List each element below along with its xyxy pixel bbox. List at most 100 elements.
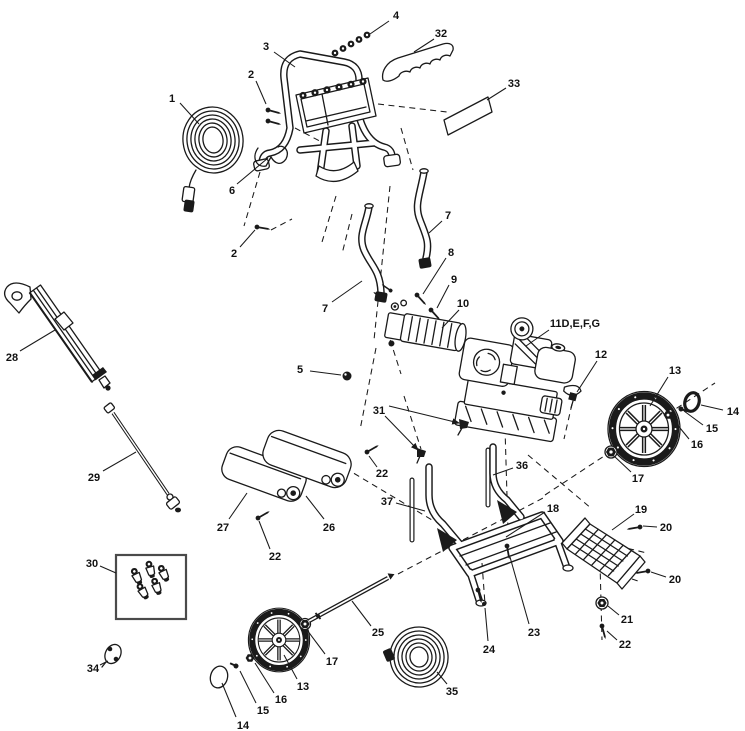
callout-15: 15 xyxy=(257,705,269,717)
part-27-tank xyxy=(221,446,307,502)
callout-3: 3 xyxy=(263,41,269,53)
handle-panel-knobs xyxy=(299,77,367,100)
callout-leader xyxy=(221,682,237,718)
part-24-pin xyxy=(482,602,486,606)
callout-leader xyxy=(525,329,550,347)
callout-14: 14 xyxy=(727,406,740,418)
part-30-nozzle-box xyxy=(114,553,188,621)
callout-21: 21 xyxy=(621,614,633,626)
part-5-knob xyxy=(342,371,352,381)
assembly-axis-dash xyxy=(400,127,414,171)
callout-leader xyxy=(19,329,56,352)
part-13-wheel-right xyxy=(608,392,680,467)
assembly-axis-dash xyxy=(403,395,422,450)
part-14-ring-right xyxy=(683,391,701,413)
part-7-tubes xyxy=(358,168,432,303)
callout-leader xyxy=(102,451,137,472)
part-11-engine xyxy=(454,317,582,443)
part-22-screw xyxy=(363,443,380,456)
callout-13: 13 xyxy=(669,365,681,377)
callout-6: 6 xyxy=(229,185,235,197)
callout-leader xyxy=(305,495,325,520)
callout-leader xyxy=(607,605,620,616)
assembly-axis-dash xyxy=(397,496,546,575)
callout-leader xyxy=(236,157,269,185)
callout-leader xyxy=(239,229,256,248)
callout-5: 5 xyxy=(297,364,303,376)
callout-leader xyxy=(331,280,363,303)
callout-leader xyxy=(413,38,435,53)
callout-leader xyxy=(309,370,342,376)
callout-31: 31 xyxy=(373,405,385,417)
part-29-wand xyxy=(103,402,181,513)
part-22-screw xyxy=(599,623,608,640)
callout-19: 19 xyxy=(635,504,647,516)
callout-leader xyxy=(384,415,419,451)
part-2-screw xyxy=(265,118,282,127)
part-34-nozzle-holder xyxy=(101,643,122,668)
callout-leader xyxy=(254,662,275,694)
callout-37: 37 xyxy=(381,496,393,508)
assembly-axis-dash xyxy=(563,403,573,440)
callout-29: 29 xyxy=(88,472,100,484)
callout-17: 17 xyxy=(326,656,338,668)
callout-32: 32 xyxy=(435,28,447,40)
assembly-axis-dash xyxy=(544,382,716,496)
callout-27: 27 xyxy=(217,522,229,534)
callout-leader xyxy=(611,513,635,531)
callout-leader xyxy=(509,556,530,625)
callout-leader xyxy=(505,511,546,538)
callout-7: 7 xyxy=(322,303,328,315)
part-33-label-plate xyxy=(443,96,493,136)
callout-17: 17 xyxy=(632,473,644,485)
part-1-hose-fitting xyxy=(181,169,197,213)
callout-leader xyxy=(486,87,507,101)
callout-2: 2 xyxy=(231,248,237,260)
leader-layer xyxy=(19,20,724,718)
part-2-screw xyxy=(265,107,282,116)
assembly-axis-dash xyxy=(341,213,353,255)
part-1-hose-coil xyxy=(182,106,244,174)
callout-leader xyxy=(306,629,326,655)
callout-leader xyxy=(642,525,658,528)
assembly-axis-dash xyxy=(527,454,593,510)
assembly-axis-dash xyxy=(359,347,377,431)
callout-leader xyxy=(99,565,117,574)
assembly-axis-dash xyxy=(321,195,337,243)
part-12-bolt xyxy=(568,392,578,409)
callout-10: 10 xyxy=(457,298,469,310)
part-15-pin-bottom xyxy=(229,660,240,670)
callout-leader xyxy=(700,404,724,411)
callout-26: 26 xyxy=(323,522,335,534)
callout-13: 13 xyxy=(297,681,309,693)
callout-leader xyxy=(436,671,448,685)
callout-4: 4 xyxy=(393,10,400,22)
callout-20: 20 xyxy=(669,574,681,586)
callout-leader xyxy=(441,309,460,329)
callout-leader xyxy=(650,571,667,578)
assembly-axis-dash xyxy=(377,103,448,113)
part-35-hose-coil xyxy=(383,626,449,688)
part-20-screw xyxy=(626,524,643,532)
part-17-axle-nut-bottom xyxy=(298,617,312,631)
callout-leader xyxy=(428,220,443,234)
assembly-axis-dash xyxy=(344,467,433,521)
part-21-nut xyxy=(595,596,609,610)
callout-leader xyxy=(436,284,450,309)
callout-35: 35 xyxy=(446,686,458,698)
part-31-clips xyxy=(416,419,469,464)
part-2-screw xyxy=(254,224,271,232)
part-8-screw xyxy=(413,291,428,307)
callout-1: 1 xyxy=(169,93,175,105)
callout-12: 12 xyxy=(595,349,607,361)
callout-16: 16 xyxy=(691,439,703,451)
part-3-handle-assembly xyxy=(253,50,402,183)
callout-leader xyxy=(273,51,296,68)
part-19-foot-tray xyxy=(561,517,646,590)
callout-18: 18 xyxy=(547,503,559,515)
label-layer: 122345677891011D,E,F,G121314151617312226… xyxy=(6,10,740,731)
callout-leader xyxy=(228,492,248,520)
callout-leader xyxy=(239,670,257,704)
